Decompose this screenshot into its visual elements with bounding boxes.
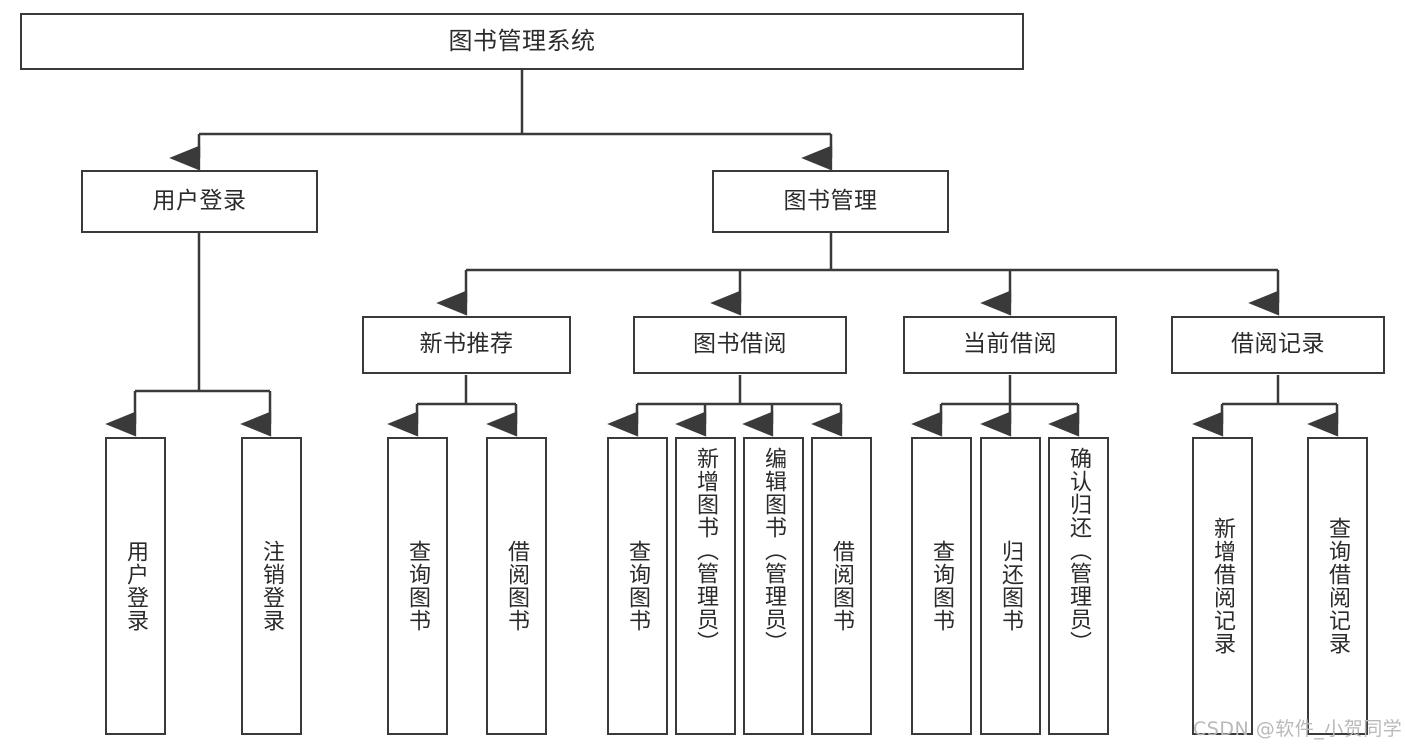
leaf-current-borrow-query-book[interactable]: 查询图书 xyxy=(911,437,972,735)
node-book-management[interactable]: 图书管理 xyxy=(712,170,949,233)
node-label: 查询图书 xyxy=(625,540,651,632)
node-label: 图书借阅 xyxy=(693,331,787,358)
node-label: 编辑图书（管理员） xyxy=(761,447,787,654)
node-label: 用户登录 xyxy=(152,187,247,214)
node-label: 图书管理系统 xyxy=(448,27,596,56)
leaf-borrow-record-query-record[interactable]: 查询借阅记录 xyxy=(1307,437,1368,735)
node-label: 图书管理 xyxy=(783,187,878,214)
node-label: 新书推荐 xyxy=(419,331,514,358)
node-label: 当前借阅 xyxy=(963,331,1057,358)
node-label: 用户登录 xyxy=(123,540,149,632)
leaf-user-login-login[interactable]: 用户登录 xyxy=(105,437,166,735)
node-root-book-management-system[interactable]: 图书管理系统 xyxy=(20,13,1024,70)
leaf-borrow-record-add-record[interactable]: 新增借阅记录 xyxy=(1192,437,1253,735)
node-label: 新增图书（管理员） xyxy=(693,447,719,654)
node-label: 查询图书 xyxy=(405,540,431,632)
node-label: 注销登录 xyxy=(259,540,285,632)
leaf-book-borrow-borrow-book[interactable]: 借阅图书 xyxy=(811,437,872,735)
leaf-user-login-logout[interactable]: 注销登录 xyxy=(241,437,302,735)
node-user-login[interactable]: 用户登录 xyxy=(81,170,318,233)
node-current-borrow[interactable]: 当前借阅 xyxy=(903,316,1117,374)
leaf-new-book-query-book[interactable]: 查询图书 xyxy=(387,437,448,735)
node-label: 查询图书 xyxy=(929,540,955,632)
node-book-borrow[interactable]: 图书借阅 xyxy=(633,316,847,374)
node-label: 借阅记录 xyxy=(1231,331,1325,358)
leaf-current-borrow-confirm-return-admin[interactable]: 确认归还（管理员） xyxy=(1048,437,1109,735)
node-label: 归还图书 xyxy=(998,540,1024,632)
node-borrow-record[interactable]: 借阅记录 xyxy=(1171,316,1385,374)
node-label: 新增借阅记录 xyxy=(1210,517,1236,655)
leaf-book-borrow-add-book-admin[interactable]: 新增图书（管理员） xyxy=(675,437,736,735)
node-label: 查询借阅记录 xyxy=(1325,517,1351,655)
leaf-book-borrow-query-book[interactable]: 查询图书 xyxy=(607,437,668,735)
node-label: 确认归还（管理员） xyxy=(1066,447,1092,654)
node-label: 借阅图书 xyxy=(504,540,530,632)
leaf-current-borrow-return-book[interactable]: 归还图书 xyxy=(980,437,1041,735)
csdn-watermark: CSDN @软件_小贺同学 xyxy=(1193,718,1403,740)
node-label: 借阅图书 xyxy=(829,540,855,632)
leaf-book-borrow-edit-book-admin[interactable]: 编辑图书（管理员） xyxy=(743,437,804,735)
node-new-book-recommend[interactable]: 新书推荐 xyxy=(362,316,571,374)
leaf-new-book-borrow-book[interactable]: 借阅图书 xyxy=(486,437,547,735)
